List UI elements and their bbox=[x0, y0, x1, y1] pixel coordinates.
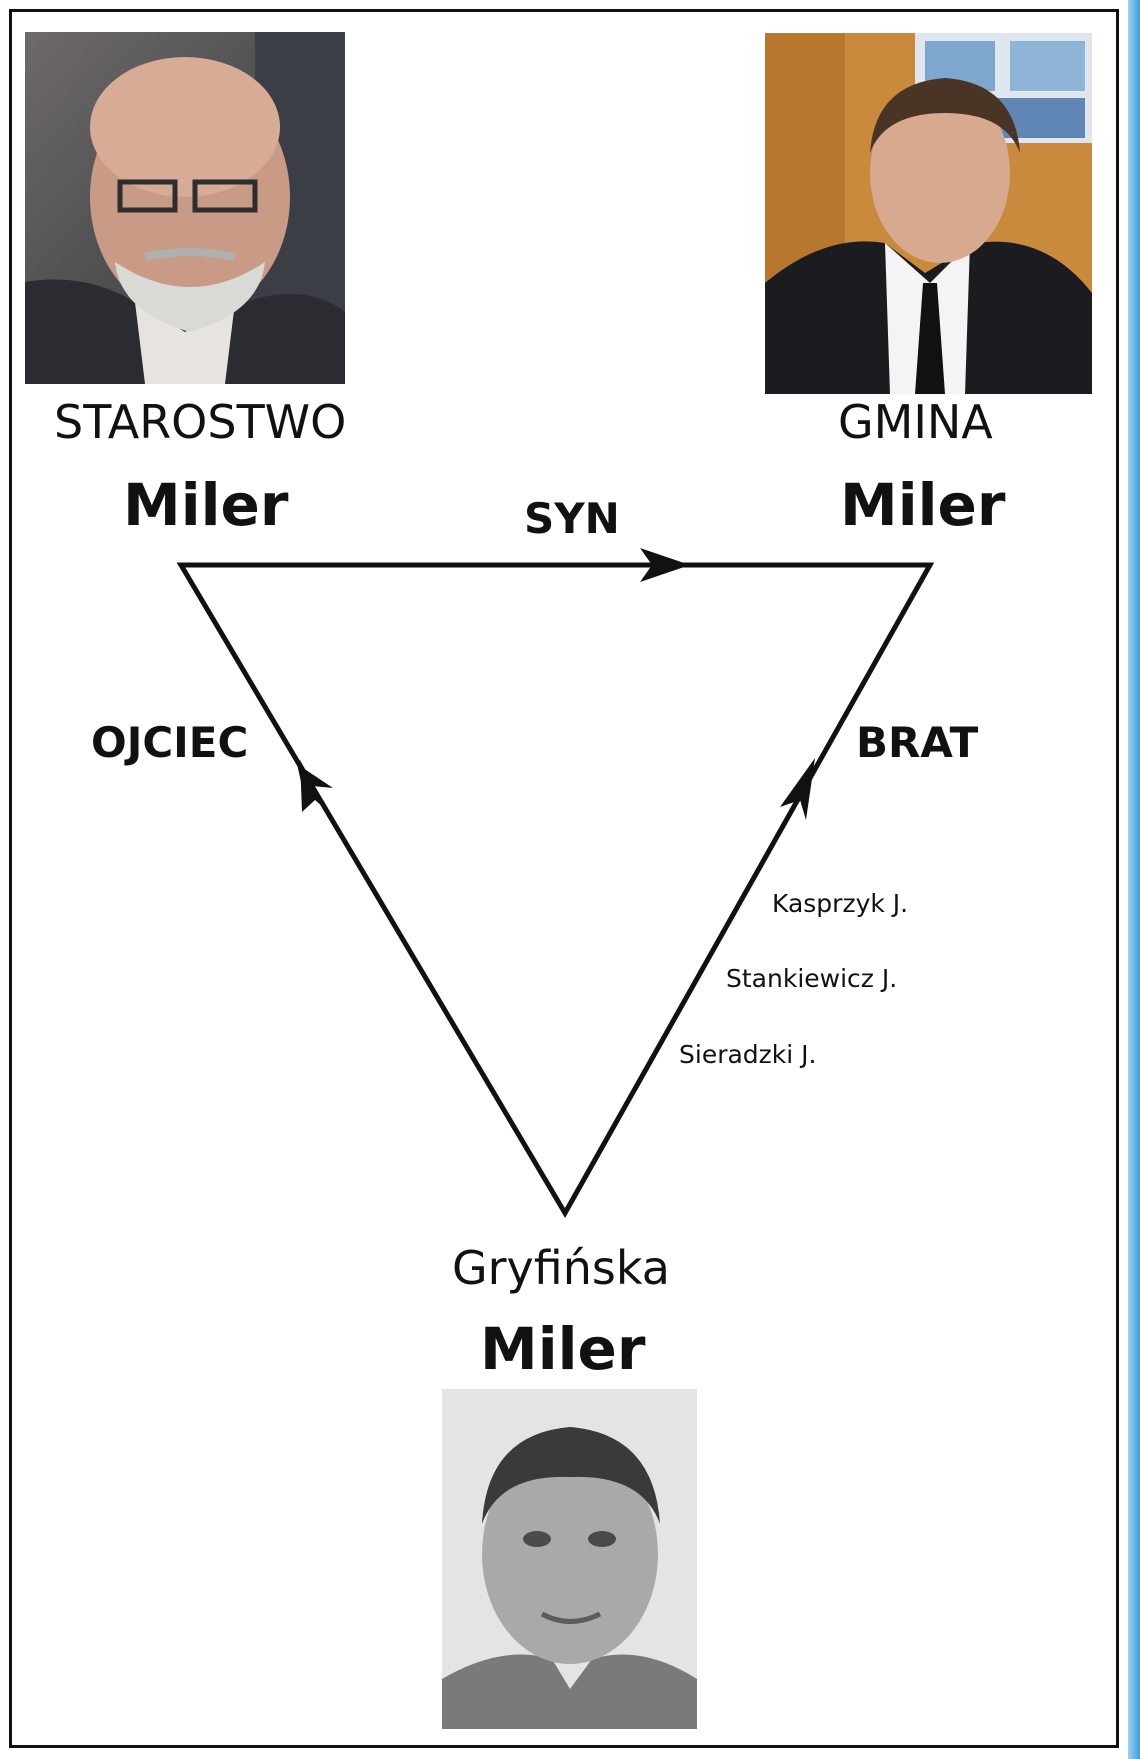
photo-starostwo-person bbox=[25, 32, 345, 384]
place-label-gmina: GMINA bbox=[838, 395, 993, 449]
relation-label-ojciec: OJCIEC bbox=[91, 718, 249, 767]
photo-gmina-person bbox=[765, 33, 1092, 394]
relation-label-syn: SYN bbox=[524, 494, 620, 543]
surname-label-gmina: Miler bbox=[840, 471, 1006, 539]
surname-label-starostwo: Miler bbox=[123, 471, 289, 539]
person-name-sieradzki: Sieradzki J. bbox=[679, 1040, 817, 1069]
photo-gryfinska-person bbox=[442, 1389, 697, 1729]
surname-label-gryfinska: Miler bbox=[480, 1315, 646, 1383]
place-label-starostwo: STAROSTWO bbox=[54, 395, 347, 449]
person-name-kasprzyk: Kasprzyk J. bbox=[772, 889, 909, 918]
place-label-gryfinska: Gryfińska bbox=[452, 1241, 670, 1295]
relation-label-brat: BRAT bbox=[856, 718, 979, 767]
page-edge-strip bbox=[1128, 0, 1140, 1759]
person-name-stankiewicz: Stankiewicz J. bbox=[726, 964, 898, 993]
